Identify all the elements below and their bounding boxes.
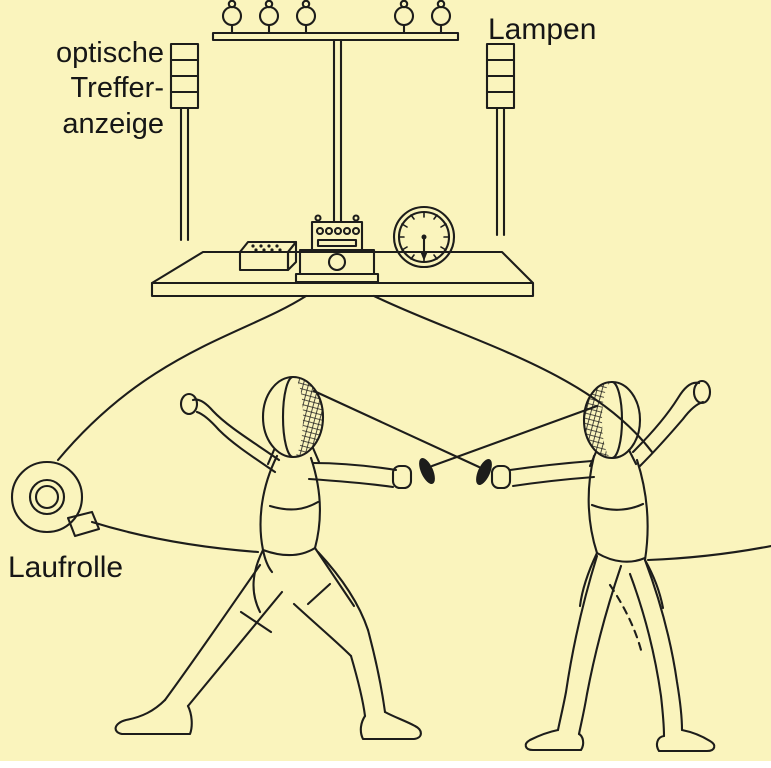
left-fencer-rear-hand bbox=[179, 392, 199, 416]
cable-right-exit bbox=[646, 544, 771, 562]
right-fencer-legs bbox=[524, 551, 716, 753]
right-fencer-rear-hand bbox=[692, 379, 712, 405]
left-fencer-glove bbox=[391, 464, 413, 490]
timer-clock bbox=[392, 205, 456, 269]
left-fencer-rear-arm bbox=[179, 392, 281, 474]
center-pole bbox=[332, 38, 343, 224]
right-fencer-front-foot bbox=[524, 728, 585, 752]
control-unit bbox=[294, 214, 380, 284]
right-fencer-sword-arm bbox=[490, 459, 596, 490]
right-sword-guard bbox=[476, 458, 492, 486]
right-fencer-rear-foot bbox=[655, 728, 716, 753]
cable-reel bbox=[10, 460, 101, 538]
optical-display-left bbox=[169, 42, 200, 242]
left-fencer-rear-foot bbox=[114, 698, 193, 736]
lamp-bar bbox=[211, 31, 460, 42]
left-fencer-legs bbox=[114, 546, 422, 741]
left-fencer bbox=[114, 375, 599, 741]
label-optical-hit-display: optische Treffer- anzeige bbox=[55, 37, 164, 140]
label-reel: Laufrolle bbox=[8, 551, 124, 584]
right-fencer-mask-mesh bbox=[584, 382, 612, 458]
right-fencer bbox=[312, 379, 716, 753]
right-sword-blade bbox=[312, 389, 481, 469]
right-fencer-torso bbox=[587, 454, 649, 563]
reel-outlet bbox=[66, 510, 101, 538]
device-box-dots bbox=[251, 244, 282, 252]
optical-display-right bbox=[485, 42, 516, 237]
left-fencer-front-foot bbox=[359, 710, 422, 741]
label-lamps: Lampen bbox=[488, 13, 597, 46]
right-fencer-rear-arm bbox=[631, 379, 712, 468]
left-fencer-bib bbox=[266, 446, 321, 466]
cables bbox=[56, 294, 771, 562]
bottom-border bbox=[0, 761, 771, 768]
cable-right bbox=[372, 294, 654, 454]
device-box bbox=[238, 240, 298, 272]
left-sword-blade bbox=[430, 404, 599, 468]
cable-reel-to-fencer bbox=[90, 520, 260, 554]
cable-left bbox=[56, 294, 308, 462]
right-fencer-glove bbox=[490, 464, 512, 490]
left-fencer-mask-mesh bbox=[293, 377, 323, 457]
clock-hand-tip bbox=[420, 251, 428, 261]
left-sword-guard bbox=[419, 457, 435, 485]
left-fencer-sword-arm bbox=[307, 461, 413, 490]
left-fencer-torso bbox=[259, 454, 321, 574]
signal-bells bbox=[221, 0, 452, 35]
